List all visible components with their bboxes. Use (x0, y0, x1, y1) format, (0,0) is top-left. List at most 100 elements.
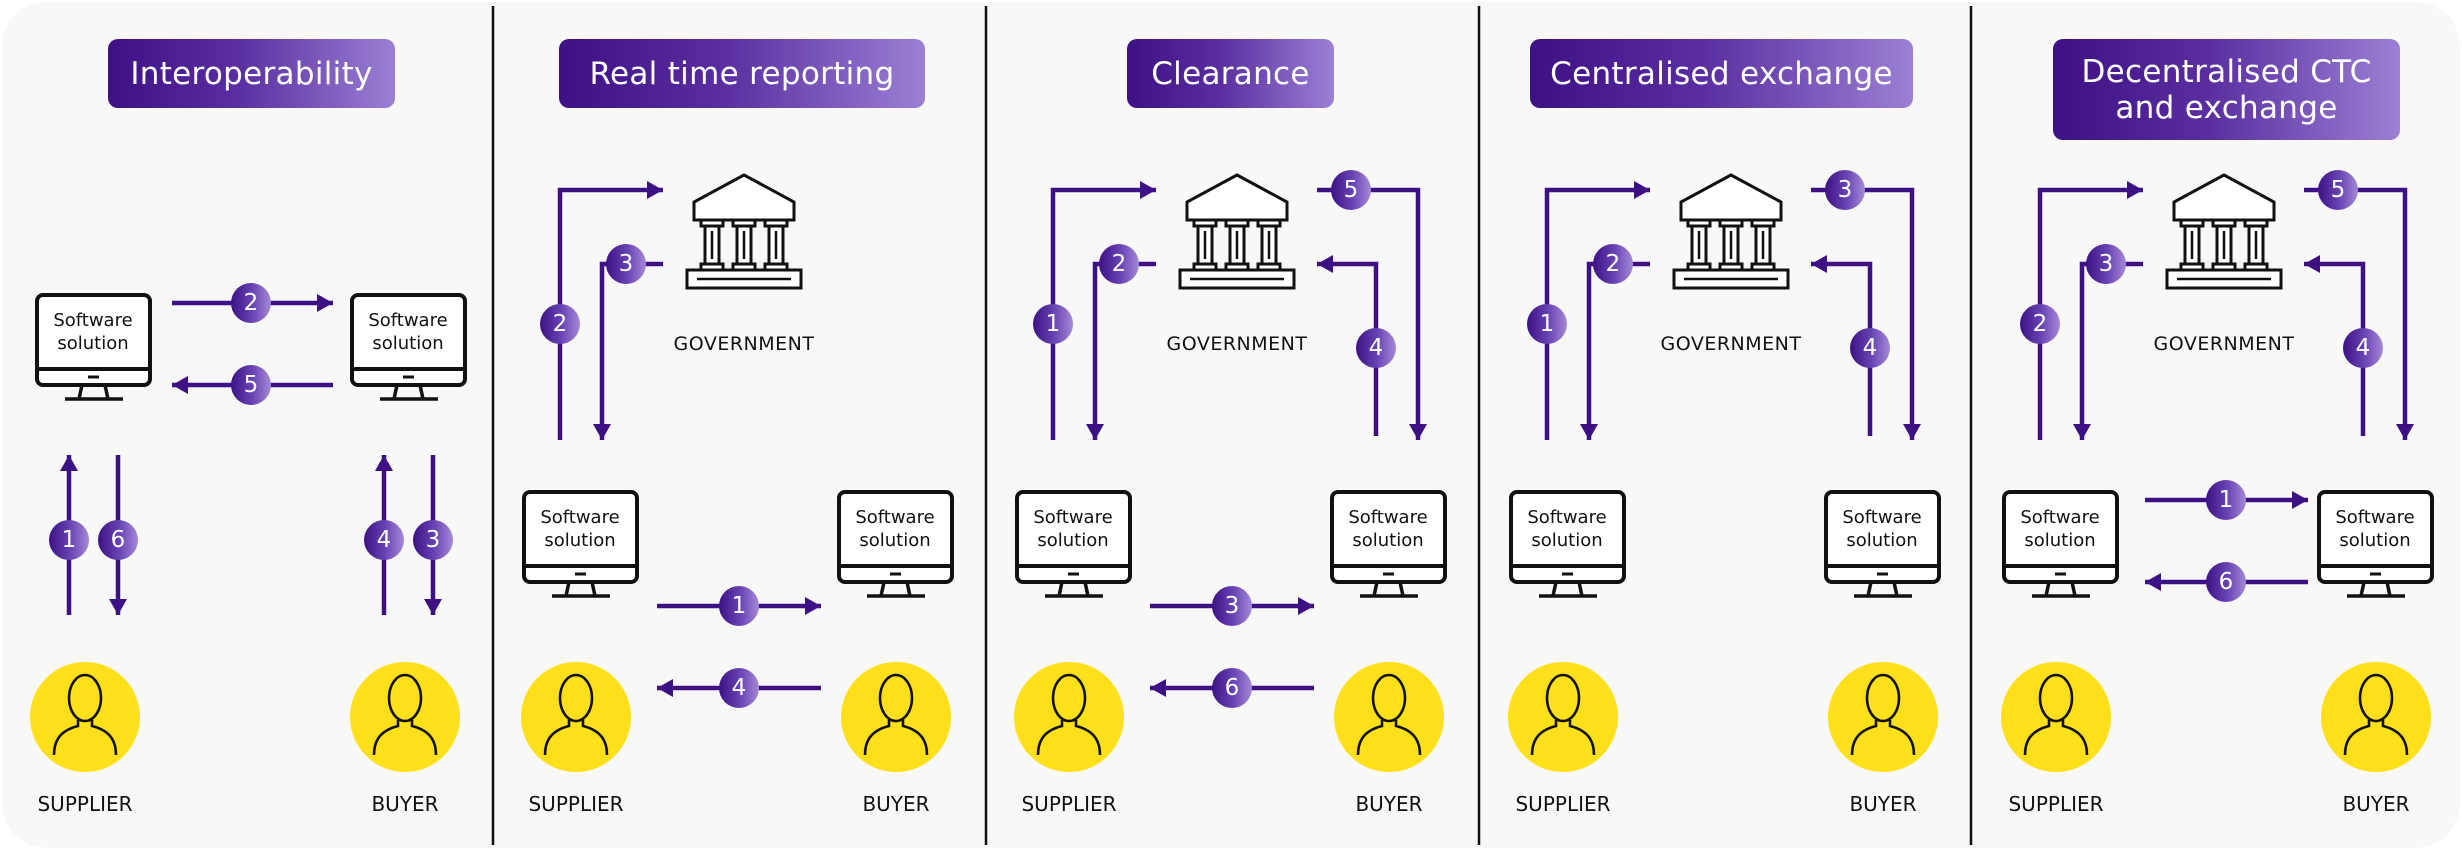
arrowhead-icon (424, 599, 442, 615)
government-building-icon (1672, 173, 1790, 290)
flow-2-arrow-line (557, 187, 663, 440)
arrowhead-icon (1903, 424, 1921, 440)
flow-1-arrow-line (1050, 187, 1156, 440)
buyer-software-computer-icon (837, 490, 954, 598)
software-label-line2: solution (372, 333, 444, 354)
software-label-line1: Software (1842, 507, 1922, 528)
government-label: GOVERNMENT (1660, 333, 1802, 355)
step-badge: 5 (2318, 170, 2358, 210)
supplier-person-icon (30, 662, 140, 772)
flow-2-arrow (2037, 181, 2143, 440)
arrowhead-icon (1086, 424, 1104, 440)
supplier-software-computer-icon (2002, 490, 2119, 598)
supplier-software-computer-icon (522, 490, 639, 598)
flow-3-arrow-line (1811, 187, 1915, 440)
arrowhead-icon (2292, 491, 2308, 509)
arrowhead-icon (2127, 181, 2143, 199)
flow-2-arrow (557, 181, 663, 440)
arrowhead-icon (647, 181, 663, 199)
software-label-line1: Software (53, 310, 133, 331)
step-badge: 1 (49, 520, 89, 560)
government-label: GOVERNMENT (2153, 333, 2295, 355)
flow-4-arrow-line (1317, 261, 1379, 436)
step-badge: 6 (2206, 562, 2246, 602)
buyer-software-computer-icon (1330, 490, 1447, 598)
government-building-icon (2165, 173, 2283, 290)
government-building-icon (685, 173, 803, 290)
government-label: GOVERNMENT (1166, 333, 1308, 355)
arrowhead-icon (60, 455, 78, 471)
step-badge: 3 (606, 244, 646, 284)
arrowhead-icon (593, 424, 611, 440)
flow-4-arrow (1317, 255, 1379, 436)
buyer-label: BUYER (371, 792, 439, 816)
arrowhead-icon (1634, 181, 1650, 199)
supplier-person-icon (521, 662, 631, 772)
supplier-software-computer-icon (1509, 490, 1626, 598)
software-label-line2: solution (1846, 530, 1918, 551)
panel-title-line: Decentralised CTC (2081, 53, 2372, 90)
arrowhead-icon (375, 455, 393, 471)
government-label: GOVERNMENT (673, 333, 815, 355)
supplier-label: SUPPLIER (1021, 792, 1117, 816)
flow-5-arrow-line (1317, 187, 1421, 440)
flow-4-arrow (2304, 255, 2366, 436)
step-badge: 6 (98, 520, 138, 560)
step-badge: 4 (1356, 328, 1396, 368)
flow-5-arrow (1317, 187, 1427, 440)
software-label-line2: solution (544, 530, 616, 551)
step-badge: 4 (719, 668, 759, 708)
software-label-line1: Software (1348, 507, 1428, 528)
software-label-line2: solution (1531, 530, 1603, 551)
supplier-label: SUPPLIER (528, 792, 624, 816)
flow-2-arrow-line (2037, 187, 2143, 440)
software-label-line2: solution (1352, 530, 1424, 551)
panel-title: Centralised exchange (1530, 39, 1913, 108)
arrowhead-icon (2396, 424, 2414, 440)
software-label-line1: Software (2020, 507, 2100, 528)
flow-4-arrow-line (2304, 261, 2366, 436)
step-badge: 5 (1331, 170, 1371, 210)
step-badge: 4 (1850, 328, 1890, 368)
step-badge: 2 (2020, 304, 2060, 344)
buyer-person-icon (841, 662, 951, 772)
government-building-icon (1178, 173, 1296, 290)
panel-title: Clearance (1127, 39, 1334, 108)
step-badge: 1 (1033, 304, 1073, 344)
step-badge: 3 (2086, 244, 2126, 284)
arrowhead-icon (317, 294, 333, 312)
step-badge: 4 (2343, 328, 2383, 368)
arrowhead-icon (1298, 597, 1314, 615)
flow-3-arrow (1811, 187, 1921, 440)
buyer-person-icon (1334, 662, 1444, 772)
flow-5-arrow-line (2304, 187, 2408, 440)
arrowhead-icon (1150, 679, 1166, 697)
buyer-person-icon (2321, 662, 2431, 772)
step-badge: 1 (1527, 304, 1567, 344)
panel-title: Real time reporting (559, 39, 925, 108)
arrowhead-icon (2073, 424, 2091, 440)
arrowhead-icon (657, 679, 673, 697)
step-badge: 2 (231, 283, 271, 323)
arrowhead-icon (1811, 255, 1827, 273)
arrowhead-icon (1580, 424, 1598, 440)
step-badge: 3 (1825, 170, 1865, 210)
software-label-line1: Software (855, 507, 935, 528)
software-label-line1: Software (1527, 507, 1607, 528)
software-label-line2: solution (859, 530, 931, 551)
step-badge: 1 (2206, 480, 2246, 520)
buyer-software-computer-icon (1824, 490, 1941, 598)
arrowhead-icon (1140, 181, 1156, 199)
flow-4-arrow (1811, 255, 1873, 436)
supplier-person-icon (1014, 662, 1124, 772)
software-label-line2: solution (2024, 530, 2096, 551)
supplier-person-icon (2001, 662, 2111, 772)
supplier-label: SUPPLIER (1515, 792, 1611, 816)
buyer-label: BUYER (862, 792, 930, 816)
